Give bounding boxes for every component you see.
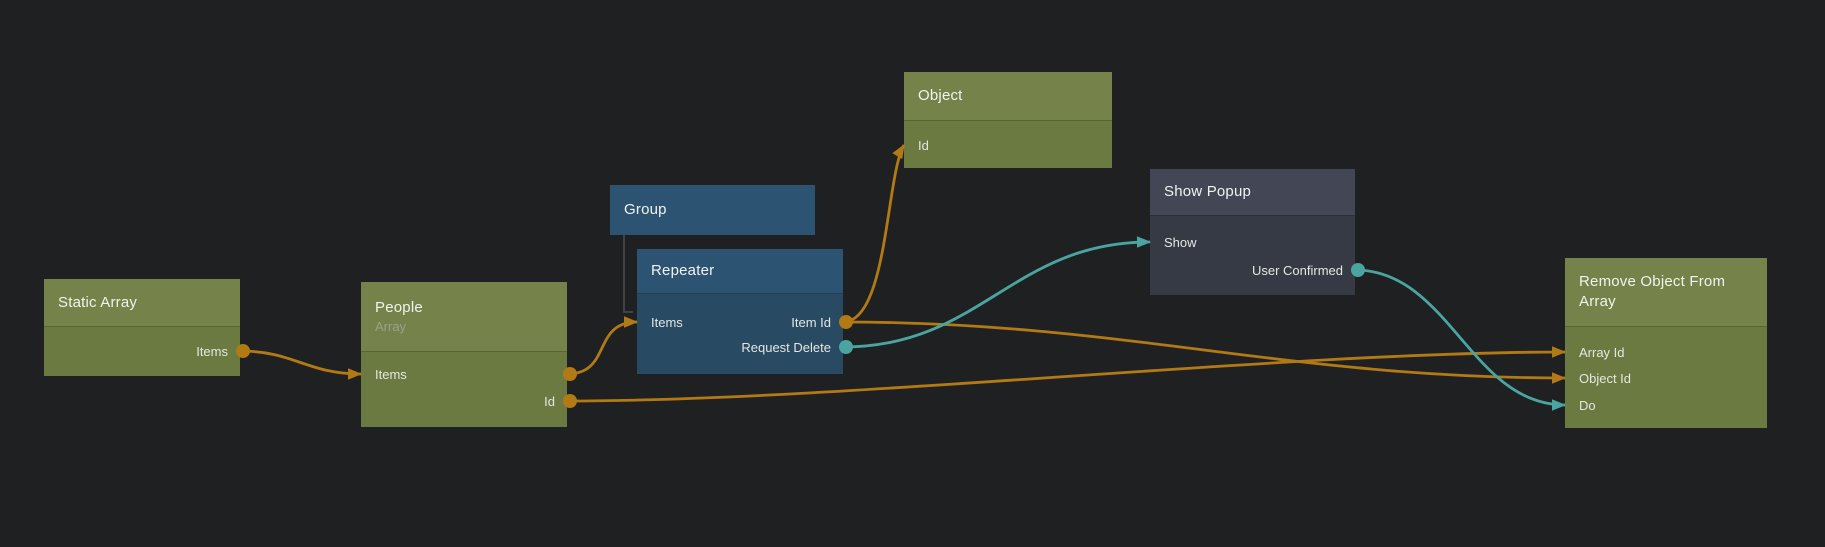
node-subtitle: Array <box>375 318 407 334</box>
wire-repeater.item-id-to-remove-object-from-array.object-id[interactable] <box>842 320 1566 380</box>
node-header[interactable]: Group <box>610 185 815 235</box>
wire-arrowhead-icon <box>624 316 638 328</box>
port-show-popup-show[interactable]: Show <box>1164 235 1197 250</box>
port-object-id[interactable]: Id <box>918 138 929 153</box>
node-title: Show Popup <box>1164 183 1252 200</box>
node-title: Object <box>918 87 963 104</box>
wire-arrowhead-icon <box>1137 236 1151 248</box>
wire-arrowhead-icon <box>1552 399 1566 411</box>
port-repeater-request-delete[interactable]: Request Delete <box>741 340 831 355</box>
node-header[interactable]: Show Popup <box>1150 169 1355 215</box>
wire-arrowhead-icon <box>348 368 362 380</box>
port-remove-object-from-array-do[interactable]: Do <box>1579 398 1596 413</box>
wire-repeater.item-id-to-object.id[interactable] <box>842 144 906 324</box>
node-body: Id <box>904 120 1112 168</box>
port-people-items[interactable]: Items <box>375 367 407 382</box>
node-header[interactable]: Remove Object From Array <box>1565 258 1767 326</box>
port-people-id[interactable]: Id <box>544 394 555 409</box>
node-title: Remove Object From Array <box>1579 273 1726 310</box>
wire-static-array.items-to-people.items[interactable] <box>239 349 362 376</box>
node-header[interactable]: Repeater <box>637 249 843 293</box>
node-title: Repeater <box>651 262 715 279</box>
node-group[interactable]: Group <box>610 185 815 235</box>
node-body: Array Id Object Id Do <box>1565 326 1767 428</box>
node-title: Group <box>624 201 667 218</box>
wire-show-popup.user-confirmed-to-remove-object-from-array.do[interactable] <box>1354 268 1566 407</box>
node-header[interactable]: Static Array <box>44 279 240 326</box>
node-body: Items Item Id Request Delete <box>637 293 843 374</box>
wire-arrowhead-icon <box>1552 346 1566 358</box>
port-static-array-items[interactable]: Items <box>196 344 228 359</box>
node-title: People <box>375 298 423 316</box>
port-remove-object-from-array-object-id[interactable]: Object Id <box>1579 371 1632 386</box>
port-remove-object-from-array-array-id[interactable]: Array Id <box>1579 345 1625 360</box>
port-repeater-item-id[interactable]: Item Id <box>791 315 831 330</box>
node-title: Static Array <box>58 293 138 311</box>
wire-repeater.request-delete-to-show-popup.show[interactable] <box>842 240 1151 349</box>
port-repeater-items[interactable]: Items <box>651 315 683 330</box>
node-body: Items <box>44 326 240 376</box>
hierarchy-link-group-repeater <box>623 235 633 313</box>
wire-arrowhead-icon <box>1552 372 1566 384</box>
wire-people.items-to-repeater.items[interactable] <box>566 320 638 376</box>
port-show-popup-user-confirmed[interactable]: User Confirmed <box>1251 263 1343 278</box>
node-header[interactable]: Object <box>904 72 1112 120</box>
